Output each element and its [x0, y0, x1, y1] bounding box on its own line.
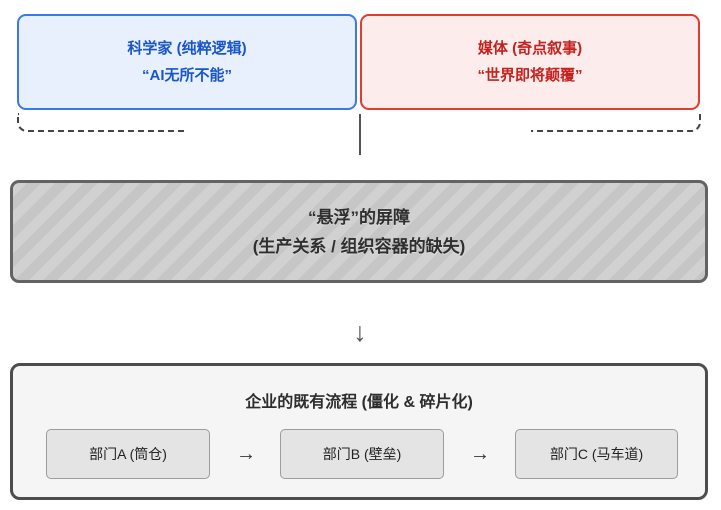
right-arrow-icon: →: [236, 442, 256, 465]
right-dashed-connector: [531, 113, 701, 132]
process-box: 企业的既有流程 (僵化 & 碎片化) 部门A (筒仓) → 部门B (壁垒) →…: [10, 363, 708, 500]
barrier-box-line2: (生产关系 / 组织容器的缺失): [252, 236, 466, 256]
media-box-line2: “世界即将颠覆”: [477, 67, 583, 84]
process-title: 企业的既有流程 (僵化 & 碎片化): [245, 394, 473, 411]
scientist-box-line1: 科学家 (纯粹逻辑): [127, 40, 247, 57]
barrier-box-line1: “悬浮”的屏障: [308, 207, 410, 227]
left-dashed-connector: [17, 113, 187, 132]
media-box-line1: 媒体 (奇点叙事): [477, 40, 583, 57]
department-b-box: 部门B (壁垒): [280, 429, 444, 479]
barrier-box: “悬浮”的屏障 (生产关系 / 组织容器的缺失): [10, 180, 708, 283]
down-arrow-icon: ↓: [353, 317, 367, 347]
media-box: 媒体 (奇点叙事) “世界即将颠覆”: [360, 14, 700, 110]
scientist-box-line2: “AI无所不能”: [141, 67, 232, 84]
right-arrow-icon: →: [470, 442, 490, 465]
vertical-connector-line: [359, 114, 361, 155]
department-c-box: 部门C (马车道): [515, 429, 678, 479]
department-a-box: 部门A (筒仓): [46, 429, 210, 479]
scientist-box: 科学家 (纯粹逻辑) “AI无所不能”: [17, 14, 357, 110]
